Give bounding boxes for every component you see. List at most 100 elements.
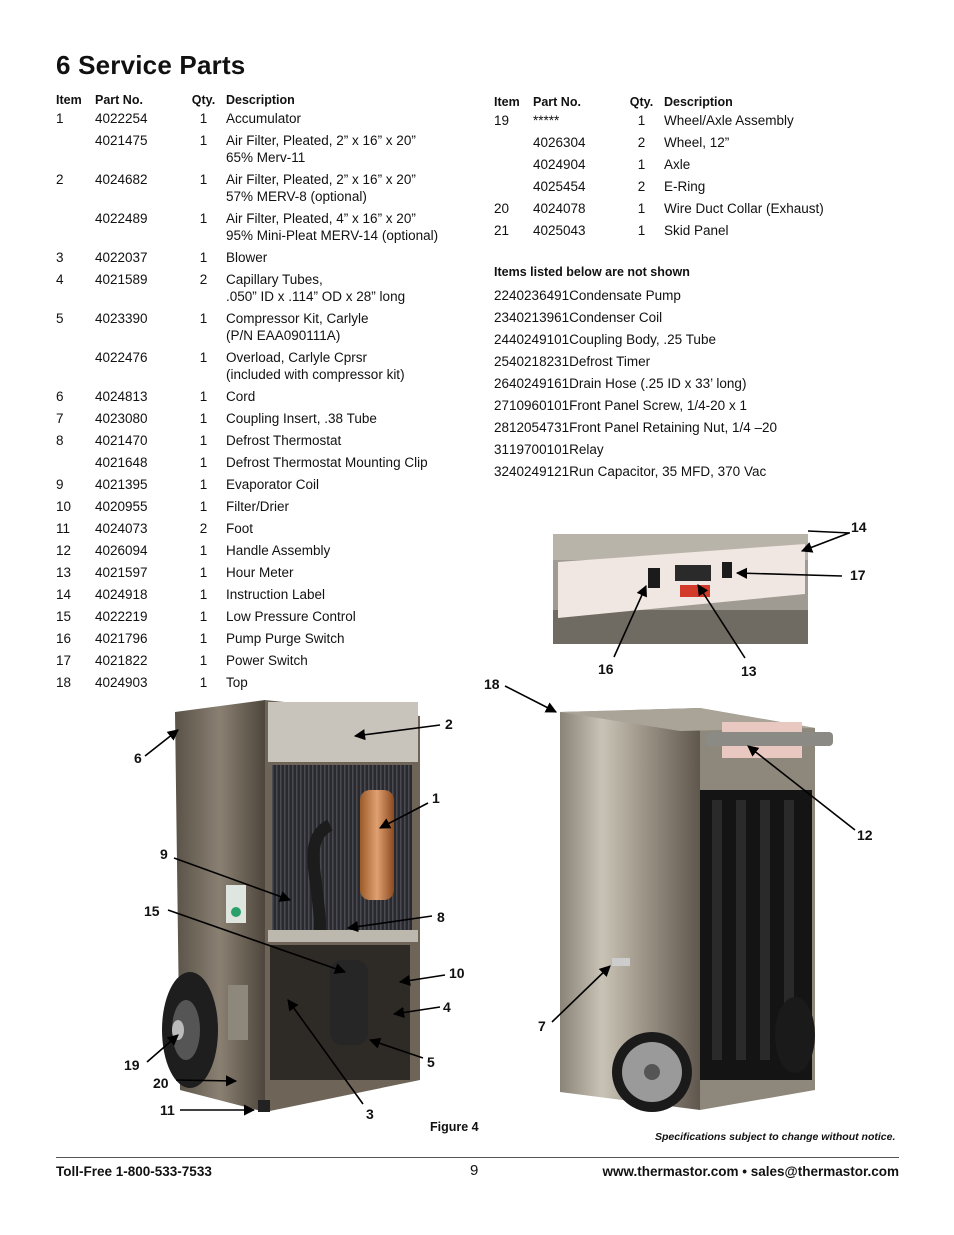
item-cell: 27 [494,398,510,413]
callout-10: 10 [449,965,465,981]
item-cell: 8 [56,433,64,448]
description-line: Low Pressure Control [226,609,356,624]
callout-5: 5 [427,1054,435,1070]
item-cell [494,134,533,156]
description-line: 65% Merv-11 [226,150,306,165]
qty-cell: 1 [199,675,208,690]
table-header-row: Item Part No. Qty. Description [56,93,466,110]
table-row: 3 4022037 1 Blower [56,249,466,271]
description-line: Condensate Pump [569,288,681,303]
description-cell: Top [226,674,466,696]
part-no-cell: 4024813 [95,389,148,404]
item-cell [56,132,95,171]
part-no-cell: 4022037 [95,250,148,265]
qty-cell: 1 [199,111,208,126]
qty-cell: 1 [199,565,208,580]
callout-7: 7 [538,1018,546,1034]
description-line: Wire Duct Collar (Exhaust) [664,201,824,216]
description-cell: Air Filter, Pleated, 2” x 16” x 20”65% M… [226,132,466,171]
description-cell: Cord [226,388,466,410]
description-cell: Overload, Carlyle Cprsr(included with co… [226,349,466,388]
description-line: .050” ID x .114” OD x 28” long [226,289,406,304]
callout-11: 11 [160,1102,175,1118]
description-cell: Wheel/Axle Assembly [664,112,904,134]
description-cell: Accumulator [226,110,466,132]
description-line: Air Filter, Pleated, 4” x 16” x 20” [226,211,416,226]
description-line: Defrost Thermostat Mounting Clip [226,455,428,470]
part-no-cell: 1096010 [509,398,562,413]
description-cell: Defrost Thermostat [226,432,466,454]
description-line: Evaporator Coil [226,477,320,492]
unit-rear-view [162,700,420,1112]
description-line: Blower [226,250,268,265]
item-cell [494,156,533,178]
qty-cell: 1 [561,310,570,325]
figure-caption: Figure 4 [430,1120,479,1134]
control-panel-closeup [553,534,808,644]
qty-cell: 2 [637,179,646,194]
callout-12: 12 [857,827,873,843]
footer-contact: www.thermastor.com • sales@thermastor.co… [602,1164,900,1179]
description-line: Axle [664,157,691,172]
description-line: Coupling Insert, .38 Tube [226,411,377,426]
description-line: Wheel/Axle Assembly [664,113,794,128]
qty-cell: 1 [199,587,208,602]
item-cell: 9 [56,477,64,492]
qty-cell: 2 [637,135,646,150]
description-line: E-Ring [664,179,706,194]
part-no-cell: 4026304 [533,135,586,150]
callout-19: 19 [124,1057,140,1073]
item-cell: 21 [494,223,510,238]
callout-9: 9 [160,846,168,862]
description-cell: Air Filter, Pleated, 2” x 16” x 20” 57% M… [226,171,466,210]
description-line: 57% MERV-8 (optional) [226,189,367,204]
part-no-cell: 1205473 [509,420,562,435]
description-cell: Instruction Label [226,586,466,608]
part-no-cell: 4024918 [95,587,148,602]
item-cell: 6 [56,389,64,404]
part-no-cell: 4022476 [95,350,148,365]
qty-cell: 2 [199,521,208,536]
footer-divider [56,1157,899,1158]
item-cell: 18 [56,675,72,690]
callout-3: 3 [366,1106,374,1122]
part-no-cell: 4022489 [95,211,148,226]
item-cell: 3 [56,250,64,265]
description-cell: Handle Assembly [226,542,466,564]
item-cell: 24 [494,332,510,347]
description-line: Overload, Carlyle Cprsr [226,350,368,365]
part-no-cell: 4021395 [95,477,148,492]
part-no-cell: 4024912 [509,464,562,479]
description-line: Condenser Coil [569,310,663,325]
qty-cell: 1 [637,113,646,128]
item-cell: 31 [494,442,510,457]
description-line: 95% Mini-Pleat MERV-14 (optional) [226,228,439,243]
part-no-cell: 4020955 [95,499,148,514]
part-no-cell: 4021822 [95,653,148,668]
description-line: Instruction Label [226,587,326,602]
part-no-cell: 4021475 [95,133,148,148]
header-part-no: Part No. [95,93,143,107]
description-cell: Relay [569,441,777,463]
description-line: Air Filter, Pleated, 2” x 16” x 20” [226,172,416,187]
footer-phone: Toll-Free 1-800-533-7533 [56,1164,212,1179]
qty-cell: 1 [637,223,646,238]
callout-14: 14 [851,519,867,535]
item-cell: 16 [56,631,72,646]
qty-cell: 1 [199,250,208,265]
